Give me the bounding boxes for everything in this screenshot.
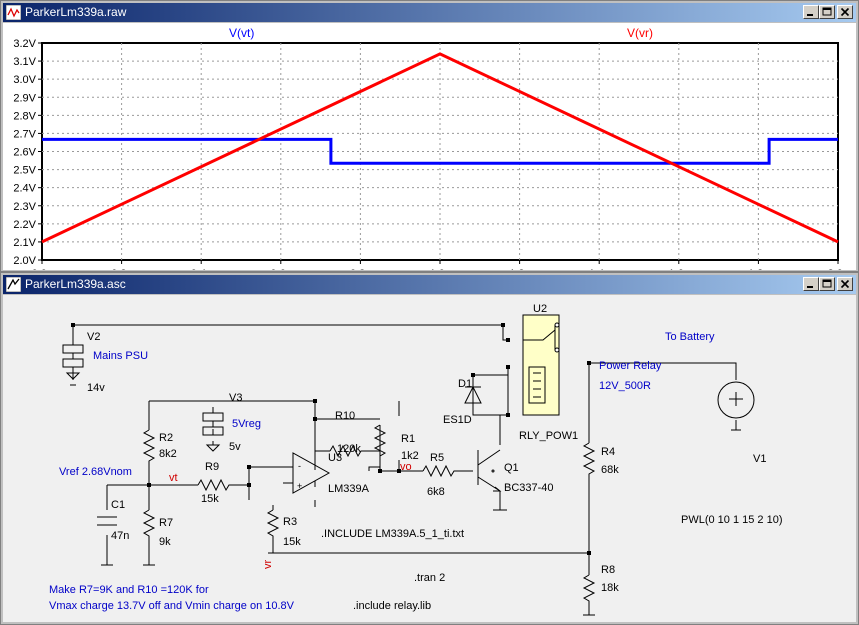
label-r8[interactable]: R8 <box>601 564 615 576</box>
close-button[interactable] <box>837 5 853 19</box>
label-r7[interactable]: R7 <box>159 517 173 529</box>
label-v3[interactable]: V3 <box>229 392 242 404</box>
waveform-titlebar[interactable]: ParkerLm339a.raw <box>3 3 856 22</box>
schematic-titlebar[interactable]: ParkerLm339a.asc <box>3 275 856 294</box>
label-pwl[interactable]: PWL(0 10 1 15 2 10) <box>681 514 783 526</box>
label-v2-value[interactable]: 14v <box>87 382 105 394</box>
maximize-button[interactable] <box>819 5 835 19</box>
x-tick-label: 0.0s <box>32 268 53 270</box>
spice-directive-tran[interactable]: .tran 2 <box>414 572 445 584</box>
label-r10-value[interactable]: 120k <box>337 443 361 455</box>
minimize-button[interactable] <box>803 5 819 19</box>
label-r1[interactable]: R1 <box>401 433 415 445</box>
schematic-title: ParkerLm339a.asc <box>25 277 126 291</box>
y-tick-label: 2.7V <box>13 128 36 140</box>
y-tick-label: 3.0V <box>13 74 36 86</box>
label-relay-spec[interactable]: 12V_500R <box>599 380 651 392</box>
x-tick-label: 0.4s <box>191 268 212 270</box>
label-v2[interactable]: V2 <box>87 331 100 343</box>
trace-vvr[interactable] <box>41 52 839 244</box>
label-v1[interactable]: V1 <box>753 453 766 465</box>
label-r3[interactable]: R3 <box>283 516 297 528</box>
comment-note-line1[interactable]: Make R7=9K and R10 =120K for <box>49 584 209 596</box>
x-tick-label: 0.8s <box>350 268 371 270</box>
waveform-icon[interactable] <box>6 5 21 20</box>
maximize-button[interactable] <box>819 277 835 291</box>
y-tick-label: 2.2V <box>13 219 36 231</box>
label-c1-value[interactable]: 47n <box>111 530 129 542</box>
label-vref[interactable]: Vref 2.68Vnom <box>59 466 132 478</box>
label-r9[interactable]: R9 <box>205 461 219 473</box>
y-tick-label: 2.9V <box>13 92 36 104</box>
label-v3-value[interactable]: 5v <box>229 441 241 453</box>
net-label-vr[interactable]: vr <box>262 560 274 570</box>
y-tick-label: 2.6V <box>13 147 36 159</box>
y-tick-label: 2.3V <box>13 201 36 213</box>
net-label-vo[interactable]: vo <box>400 461 412 473</box>
y-tick-label: 3.2V <box>13 38 36 50</box>
label-5vreg[interactable]: 5Vreg <box>232 418 261 430</box>
x-tick-label: 1.4s <box>589 268 610 270</box>
y-tick-label: 2.5V <box>13 165 36 177</box>
label-power-relay[interactable]: Power Relay <box>599 360 662 372</box>
label-r9-value[interactable]: 15k <box>201 493 219 505</box>
trace-vvt[interactable] <box>42 137 838 165</box>
label-r3-value[interactable]: 15k <box>283 536 301 548</box>
label-mains-psu[interactable]: Mains PSU <box>93 350 148 362</box>
label-r2[interactable]: R2 <box>159 432 173 444</box>
y-tick-label: 2.1V <box>13 237 36 249</box>
schematic-canvas[interactable]: - + <box>3 295 856 622</box>
label-rly[interactable]: RLY_POW1 <box>519 430 578 442</box>
label-u3[interactable]: U3 <box>328 452 342 464</box>
net-label-vt[interactable]: vt <box>169 472 178 484</box>
trace-label-vt[interactable]: V(vt) <box>229 26 254 40</box>
svg-text:+: + <box>297 481 302 491</box>
spice-directive-include-relay[interactable]: .include relay.lib <box>353 600 431 612</box>
label-r10[interactable]: R10 <box>335 410 355 422</box>
svg-text:-: - <box>298 461 301 471</box>
minimize-button[interactable] <box>803 277 819 291</box>
schematic-drawing[interactable]: - + <box>3 295 856 622</box>
x-tick-label: 1.2s <box>509 268 530 270</box>
y-tick-label: 2.8V <box>13 110 36 122</box>
label-r5[interactable]: R5 <box>430 452 444 464</box>
x-tick-label: 0.6s <box>270 268 291 270</box>
waveform-title: ParkerLm339a.raw <box>25 5 127 19</box>
label-r4[interactable]: R4 <box>601 446 615 458</box>
y-tick-label: 2.4V <box>13 183 36 195</box>
schematic-icon[interactable] <box>6 277 21 292</box>
x-tick-label: 2.0s <box>828 268 849 270</box>
label-es1d[interactable]: ES1D <box>443 414 472 426</box>
label-r7-value[interactable]: 9k <box>159 536 171 548</box>
x-tick-label: 1.0s <box>430 268 451 270</box>
y-tick-label: 3.1V <box>13 56 36 68</box>
trace-label-vr[interactable]: V(vr) <box>627 26 653 40</box>
close-button[interactable] <box>837 277 853 291</box>
label-u2[interactable]: U2 <box>533 303 547 315</box>
spice-directive-include-lm339a[interactable]: .INCLUDE LM339A.5_1_ti.txt <box>321 528 464 540</box>
schematic-window: ParkerLm339a.asc <box>0 272 859 625</box>
label-r4-value[interactable]: 68k <box>601 464 619 476</box>
waveform-window: ParkerLm339a.raw 3.2V 3.1V 3.0V 2.9V 2.8V 2.7… <box>0 0 859 272</box>
label-r5-value[interactable]: 6k8 <box>427 486 445 498</box>
label-bc337[interactable]: BC337-40 <box>504 482 554 494</box>
waveform-plot-area[interactable]: 3.2V 3.1V 3.0V 2.9V 2.8V 2.7V 2.6V 2.5V 2.4V 2.3V… <box>3 23 856 270</box>
x-tick-label: 1.8s <box>748 268 769 270</box>
label-r2-value[interactable]: 8k2 <box>159 448 177 460</box>
waveform-plot[interactable]: 3.2V 3.1V 3.0V 2.9V 2.8V 2.7V 2.6V 2.5V 2.4V 2.3V… <box>3 23 856 270</box>
label-to-battery[interactable]: To Battery <box>665 331 715 343</box>
label-r8-value[interactable]: 18k <box>601 582 619 594</box>
label-lm339a[interactable]: LM339A <box>328 483 370 495</box>
x-tick-label: 0.2s <box>111 268 132 270</box>
label-r1-value[interactable]: 1k2 <box>401 450 419 462</box>
label-d1[interactable]: D1 <box>458 378 472 390</box>
x-tick-label: 1.6s <box>668 268 689 270</box>
label-c1[interactable]: C1 <box>111 499 125 511</box>
label-q1[interactable]: Q1 <box>504 462 519 474</box>
y-tick-label: 2.0V <box>13 255 36 267</box>
comment-note-line2[interactable]: Vmax charge 13.7V off and Vmin charge on… <box>49 600 295 612</box>
